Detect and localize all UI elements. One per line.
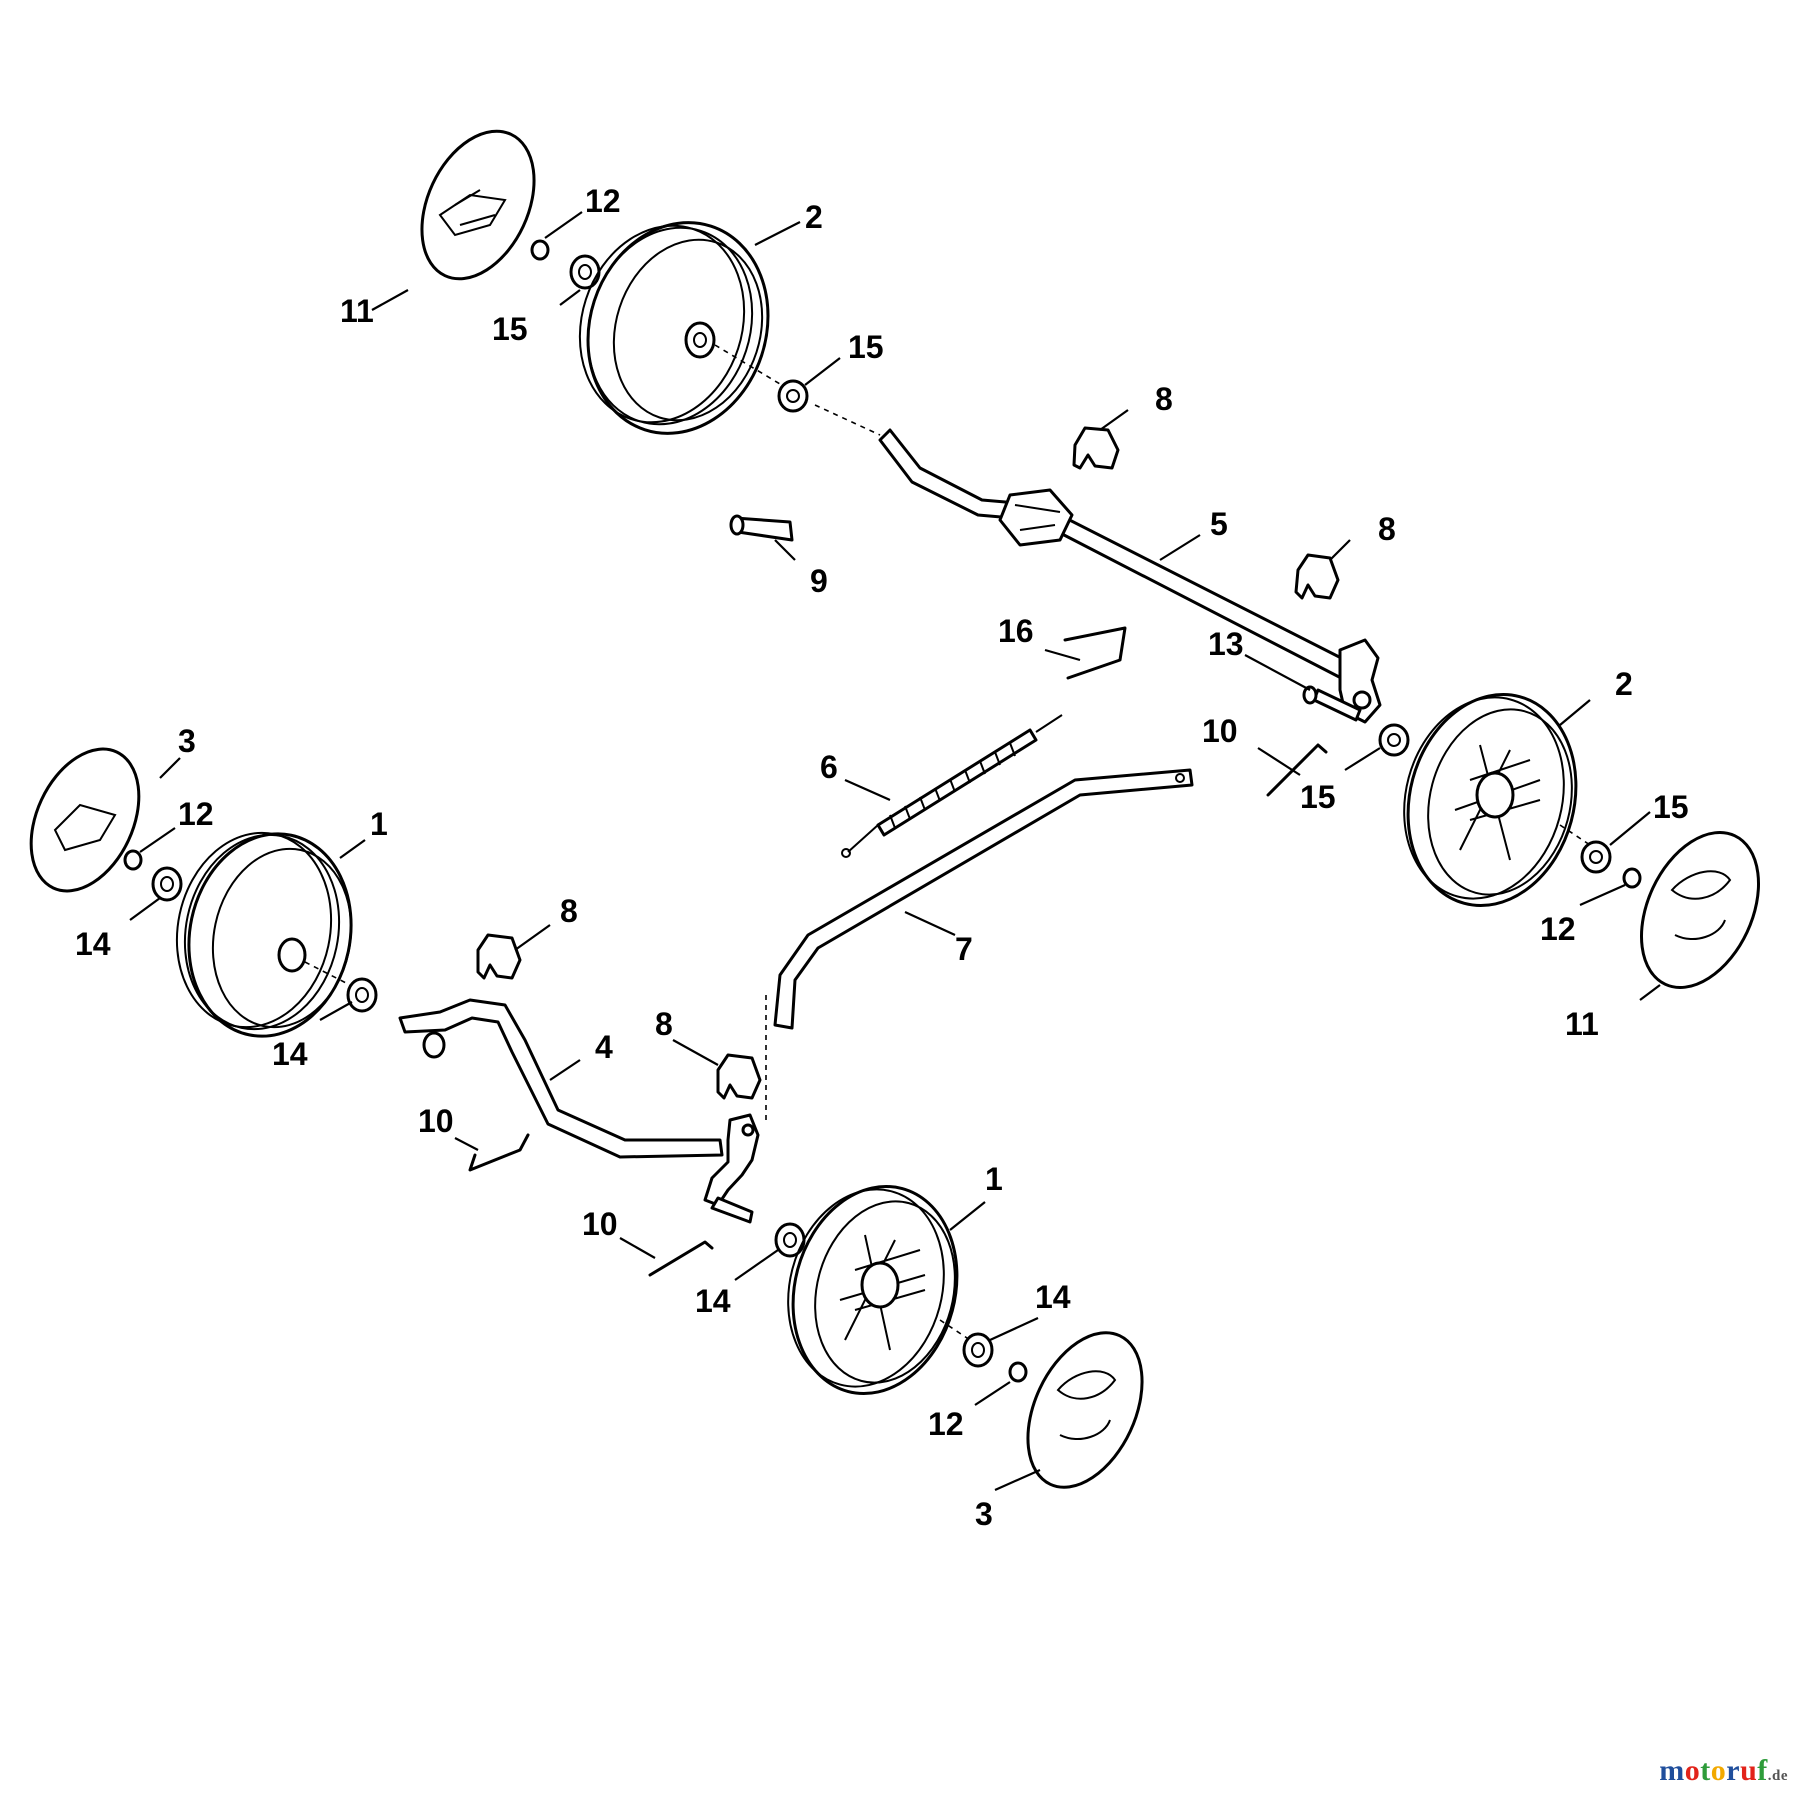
callout-11-right: 11 [1565, 1006, 1599, 1042]
callout-8-center: 8 [655, 1006, 673, 1042]
bearing-15-top-left [569, 254, 601, 290]
callout-14-bottom-2: 14 [1035, 1279, 1071, 1315]
bearing-15-right [1378, 723, 1410, 757]
brand-letter: f [1757, 1754, 1768, 1787]
pin-10-bottom [648, 1240, 714, 1277]
spring-clip-16 [1063, 626, 1127, 680]
wheel-cap-3-bottom [1026, 1331, 1144, 1489]
callout-2-right: 2 [1615, 666, 1633, 702]
wheel-2-right [1403, 692, 1578, 908]
callout-labels: 1 1 2 2 3 3 4 5 6 7 8 8 8 8 9 10 10 10 1… [75, 183, 1689, 1532]
callout-10-left: 10 [418, 1103, 454, 1139]
wheel-1-left [175, 831, 353, 1038]
front-axle-4 [398, 998, 760, 1224]
wheel-cap-3-left [29, 747, 141, 893]
callout-8-right: 8 [1378, 511, 1396, 547]
callout-14-left: 14 [75, 926, 111, 962]
callout-10-bottom: 10 [582, 1206, 618, 1242]
callout-15-top-left: 15 [492, 311, 528, 347]
pin-10-right [1266, 743, 1328, 797]
brand-letter: u [1740, 1754, 1758, 1787]
pin-10-left [468, 1133, 530, 1172]
callout-1-left: 1 [370, 806, 388, 842]
bearing-14-bottom [774, 1222, 806, 1258]
brand-watermark: motoruf.de [1659, 1754, 1788, 1788]
callout-9: 9 [810, 563, 828, 599]
rear-axle-5 [878, 428, 1382, 724]
callout-12-bottom: 12 [928, 1406, 964, 1442]
bearing-14-left-2 [346, 977, 378, 1013]
wheel-1-bottom [787, 1184, 959, 1396]
handle-7 [773, 768, 1194, 1030]
brand-letter: o [1710, 1754, 1727, 1787]
bearing-15-right-2 [1580, 840, 1612, 874]
callout-12-right: 12 [1540, 911, 1576, 947]
nut-12-left [123, 849, 143, 871]
callout-3-bottom: 3 [975, 1496, 993, 1532]
clip-8-left [476, 933, 522, 980]
callout-7: 7 [955, 931, 973, 967]
callout-10-right: 10 [1202, 713, 1238, 749]
brand-letter: r [1726, 1754, 1741, 1787]
clip-8-top [1072, 426, 1120, 470]
callout-1-bottom: 1 [985, 1161, 1003, 1197]
wheel-cap-top-left [420, 129, 536, 281]
callout-12-top: 12 [585, 183, 621, 219]
callout-15-top-right: 15 [848, 329, 884, 365]
callout-16: 16 [998, 613, 1034, 649]
callout-14-left-2: 14 [272, 1036, 308, 1072]
brand-letter: m [1659, 1754, 1685, 1787]
callout-6: 6 [820, 749, 838, 785]
bearing-14-bottom-2 [962, 1332, 994, 1368]
callout-13: 13 [1208, 626, 1244, 662]
callout-8-top: 8 [1155, 381, 1173, 417]
callout-4: 4 [595, 1029, 613, 1065]
brand-suffix: .de [1767, 1768, 1788, 1784]
wheel-2-top [578, 221, 770, 435]
callout-2-top: 2 [805, 199, 823, 235]
bearing-15-top-right [777, 379, 809, 413]
callout-11-top: 11 [340, 293, 374, 329]
grip-9 [729, 514, 794, 542]
callout-5: 5 [1210, 506, 1228, 542]
callout-3-left: 3 [178, 723, 196, 759]
nut-12-bottom [1008, 1361, 1028, 1383]
leader-lines [129, 211, 1661, 1492]
clip-8-mid-right [1294, 553, 1340, 600]
nut-12-top [530, 239, 550, 261]
brand-letter: t [1700, 1754, 1711, 1787]
callout-15-right: 15 [1300, 779, 1336, 815]
spring-6 [841, 714, 1063, 858]
callout-14-bottom: 14 [695, 1283, 731, 1319]
wheel-cap-right [1640, 831, 1760, 989]
clip-8-center [716, 1053, 762, 1100]
callout-15-right-2: 15 [1653, 789, 1689, 825]
callout-8-left: 8 [560, 893, 578, 929]
nut-12-right [1622, 867, 1642, 889]
callout-12-left: 12 [178, 796, 214, 832]
brand-letter: o [1684, 1754, 1701, 1787]
bearing-14-left [151, 866, 183, 902]
